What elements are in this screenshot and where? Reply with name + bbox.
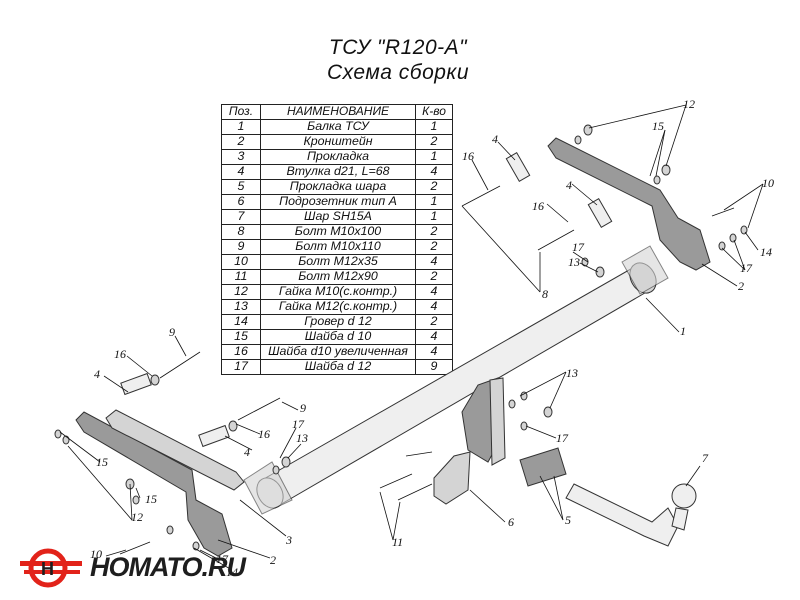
row-pos: 12	[221, 284, 261, 300]
row-name: Гайка М12(с.контр.)	[260, 299, 416, 315]
callout-7: 7	[702, 451, 709, 465]
callout-16-a: 16	[462, 149, 474, 163]
callout-6: 6	[508, 515, 514, 529]
row-qty: 9	[415, 359, 453, 375]
diagram-title: ТСУ "R120-A"	[328, 36, 468, 59]
callout-3: 3	[285, 533, 292, 547]
row-name: Шайба d 10	[260, 329, 416, 345]
row-name: Шайба d10 увеличенная	[260, 344, 416, 360]
callout-9-a: 9	[169, 325, 175, 339]
tow-ball	[565, 483, 697, 547]
bracket-left	[75, 411, 233, 557]
callout-10-a: 10	[762, 176, 774, 190]
callout-17-e: 17	[216, 552, 229, 566]
logo-text: HOMATO.RU	[90, 552, 246, 582]
leader-lines	[59, 104, 764, 571]
callout-10-b: 10	[90, 547, 102, 561]
row-name: Гайка М10(с.контр.)	[260, 284, 416, 300]
callout-4-d: 4	[244, 445, 250, 459]
bushings	[120, 152, 613, 448]
callout-4-c: 4	[94, 367, 100, 381]
socket-plate	[433, 451, 471, 505]
callout-5: 5	[565, 513, 571, 527]
callout-2-left: 2	[270, 553, 276, 567]
callout-14-a: 14	[760, 245, 772, 259]
callout-16-d: 16	[258, 427, 270, 441]
callout-8: 8	[542, 287, 548, 301]
bracket-right	[547, 137, 711, 271]
callout-13-b: 13	[296, 431, 308, 445]
callout-4-b: 4	[566, 178, 572, 192]
diagram-subtitle: Схема сборки	[326, 61, 470, 84]
callout-2-right: 2	[738, 279, 744, 293]
callout-17-d: 17	[556, 431, 569, 445]
callout-12-b: 12	[131, 510, 143, 524]
tow-beam	[243, 245, 669, 515]
center-mount	[461, 377, 506, 466]
callout-17-c: 17	[292, 417, 305, 431]
plate-left	[105, 409, 245, 491]
callout-17-b: 17	[740, 261, 753, 275]
homato-logo: H HOMATO.RU	[18, 548, 246, 588]
row-name: Подрозетник тип А	[260, 194, 416, 210]
callout-12-a: 12	[683, 97, 695, 111]
callout-15-a: 15	[652, 119, 664, 133]
ball-spacers	[519, 447, 567, 487]
row-name: Прокладка шара	[260, 179, 416, 195]
callout-4-a: 4	[492, 132, 498, 146]
callout-labels: 1 2 2 3 4 4 4 4 5 6 7 8 9 9 10 10 11 12 …	[90, 97, 774, 579]
callout-1: 1	[680, 324, 686, 338]
callout-9-b: 9	[300, 401, 306, 415]
bolts	[119, 185, 735, 555]
row-name: Болт М10х100	[260, 224, 416, 240]
homato-emblem-icon: H	[20, 548, 82, 588]
row-name: Прокладка	[260, 149, 416, 165]
callout-13-c: 13	[566, 366, 578, 380]
callout-14-b: 14	[226, 565, 238, 579]
callout-17-a: 17	[572, 240, 585, 254]
row-pos: 17	[221, 359, 261, 375]
callout-15-c: 15	[145, 492, 157, 506]
callout-15-b: 15	[96, 455, 108, 469]
row-name: Шар SH15A	[260, 209, 416, 225]
callout-16-b: 16	[532, 199, 544, 213]
callout-16-c: 16	[114, 347, 126, 361]
callout-11: 11	[392, 535, 403, 549]
header-name: НАИМЕНОВАНИЕ	[260, 104, 416, 120]
svg-text:H: H	[41, 559, 54, 579]
callout-13-a: 13	[568, 255, 580, 269]
